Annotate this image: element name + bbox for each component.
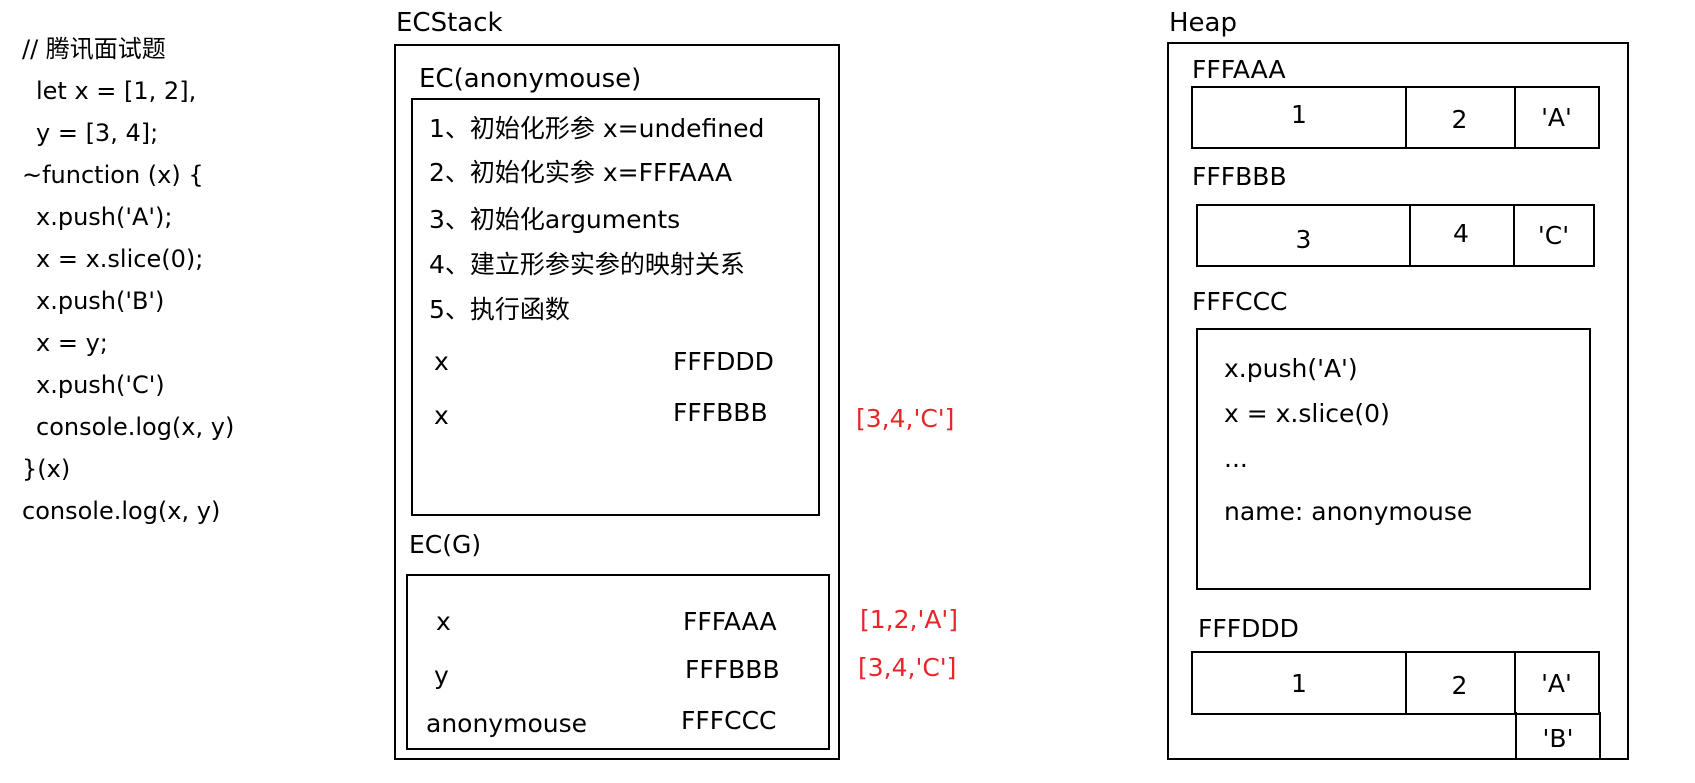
anon-step: 2、初始化实参 x=FFFAAA xyxy=(429,158,733,187)
array-cell: 'A' xyxy=(1541,103,1572,132)
array-cell: 'C' xyxy=(1537,221,1570,250)
code-line: // 腾讯面试题 xyxy=(22,35,166,63)
global-ec-title: EC(G) xyxy=(409,530,482,559)
function-body-line: name: anonymouse xyxy=(1224,497,1473,526)
global-annotation: [1,2,'A'] xyxy=(860,605,959,634)
heap-function-ccc xyxy=(1196,328,1591,590)
anon-ec-box xyxy=(411,98,820,516)
code-line: }(x) xyxy=(22,455,71,483)
code-line: console.log(x, y) xyxy=(22,497,221,525)
array-cell: 4 xyxy=(1453,219,1469,248)
array-cell: 2 xyxy=(1451,670,1468,700)
heap-array-aaa: 1 2 'A' xyxy=(1191,86,1600,149)
code-line: x.push('A'); xyxy=(36,203,173,231)
array-cell: 1 xyxy=(1291,668,1307,698)
anon-ec-title: EC(anonymouse) xyxy=(419,64,642,94)
function-body-line: ... xyxy=(1224,444,1248,473)
global-var-name: y xyxy=(434,661,449,690)
anon-step: 5、执行函数 xyxy=(429,295,570,324)
code-line: x.push('C') xyxy=(36,371,165,399)
anon-step: 4、建立形参实参的映射关系 xyxy=(429,250,745,279)
global-var-name: anonymouse xyxy=(426,709,587,738)
array-cell: 'A' xyxy=(1541,668,1572,698)
global-var-value: FFFCCC xyxy=(681,706,777,735)
code-line: x.push('B') xyxy=(36,287,165,315)
anon-var-value: FFFDDD xyxy=(673,347,774,376)
array-cell: 1 xyxy=(1291,100,1307,129)
global-ec-box xyxy=(406,574,830,750)
heap-array-ddd-extension: 'B' xyxy=(1515,712,1601,758)
heap-address-label: FFFCCC xyxy=(1192,287,1288,316)
function-body-line: x = x.slice(0) xyxy=(1224,399,1390,428)
anon-step: 1、初始化形参 x=undefined xyxy=(429,114,765,143)
heap-array-bbb: 3 4 'C' xyxy=(1196,204,1595,267)
anon-step: 3、初始化arguments xyxy=(429,205,681,234)
code-line: ~function (x) { xyxy=(22,161,204,189)
global-var-value: FFFBBB xyxy=(685,655,780,684)
code-line: x = x.slice(0); xyxy=(36,245,204,273)
code-line: y = [3, 4]; xyxy=(36,119,159,147)
anon-var-name: x xyxy=(434,401,449,430)
heap-address-label: FFFDDD xyxy=(1198,614,1299,643)
array-cell: 3 xyxy=(1295,225,1312,254)
anon-var-name: x xyxy=(434,347,449,376)
heap-array-ddd: 1 2 'A' xyxy=(1191,651,1600,715)
ecstack-container xyxy=(394,44,840,760)
heap-title: Heap xyxy=(1169,8,1237,38)
global-annotation: [3,4,'C'] xyxy=(858,653,957,682)
global-var-name: x xyxy=(436,607,451,636)
ecstack-title: ECStack xyxy=(396,8,503,38)
heap-container xyxy=(1167,42,1629,760)
function-body-line: x.push('A') xyxy=(1224,354,1358,383)
heap-address-label: FFFAAA xyxy=(1192,55,1286,84)
array-cell: 2 xyxy=(1451,105,1468,134)
array-cell: 'B' xyxy=(1542,723,1574,753)
code-line: console.log(x, y) xyxy=(36,413,235,441)
global-var-value: FFFAAA xyxy=(683,607,777,636)
code-line: let x = [1, 2], xyxy=(36,77,197,105)
heap-address-label: FFFBBB xyxy=(1192,162,1287,191)
code-line: x = y; xyxy=(36,329,108,357)
anon-var-value: FFFBBB xyxy=(673,398,768,427)
anon-annotation: [3,4,'C'] xyxy=(856,404,955,433)
